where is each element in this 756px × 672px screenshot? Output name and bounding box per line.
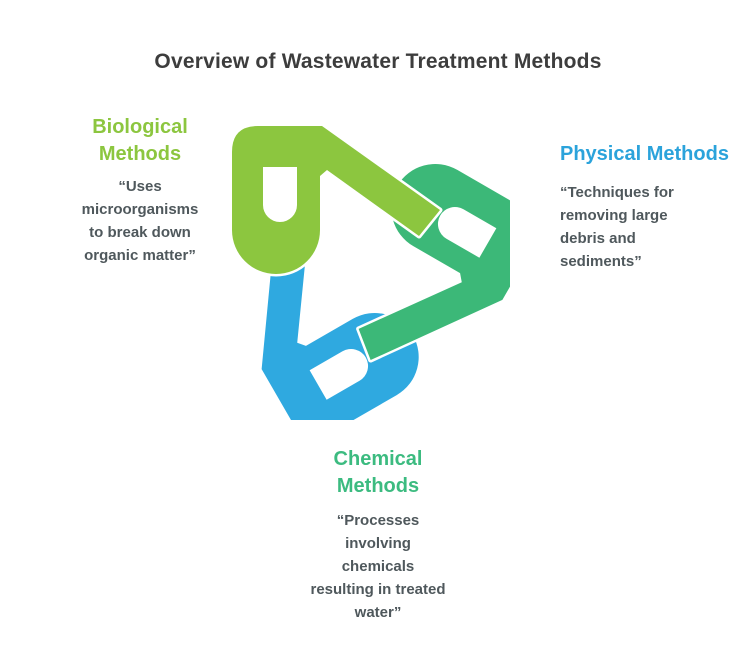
section-biological-methods: Biological Methods “Uses microorganisms … xyxy=(64,114,216,267)
knot-logo-icon xyxy=(210,110,510,420)
biological-methods-heading: Biological Methods xyxy=(92,116,188,165)
chemical-methods-description: “Processes involving chemicals resulting… xyxy=(310,512,446,621)
biological-methods-description: “Uses microorganisms to break down organ… xyxy=(81,178,199,264)
physical-methods-heading: Physical Methods xyxy=(560,143,729,165)
physical-methods-description: “Techniques for removing large debris an… xyxy=(560,184,674,270)
page-title: Overview of Wastewater Treatment Methods xyxy=(154,50,602,73)
knot-arm-biological-icon xyxy=(232,126,440,274)
section-chemical-methods: Chemical Methods “Processes involving ch… xyxy=(300,446,456,624)
section-physical-methods: Physical Methods “Techniques for removin… xyxy=(560,141,732,273)
chemical-methods-heading: Chemical Methods xyxy=(333,448,423,497)
